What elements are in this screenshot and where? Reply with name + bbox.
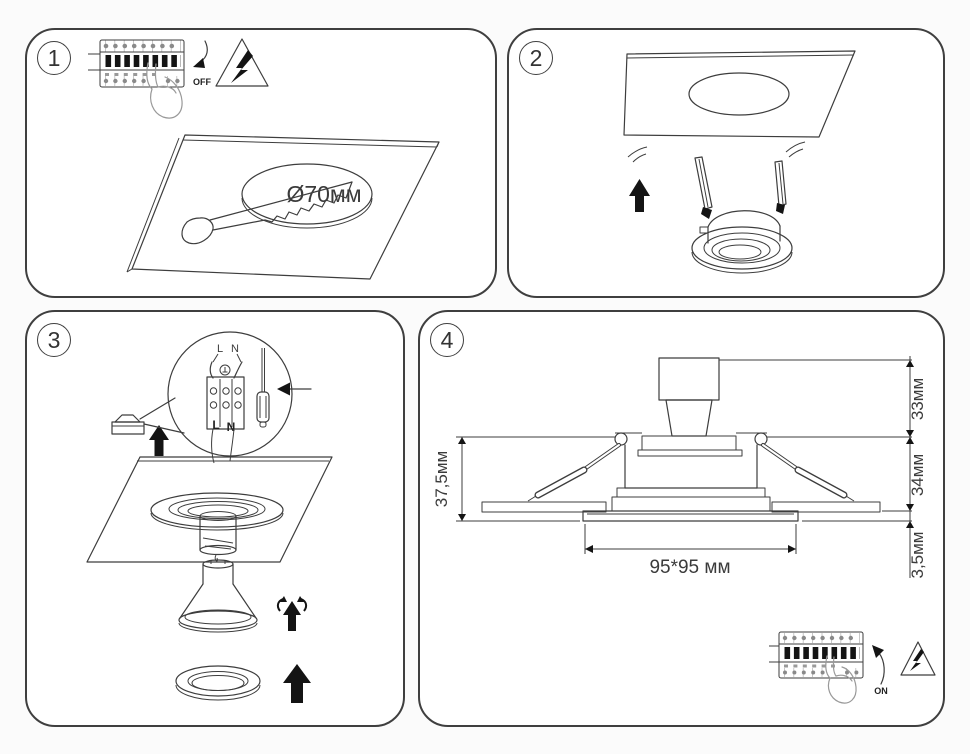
circuit-breaker-panel — [88, 39, 186, 88]
step-2-illustration — [623, 50, 856, 274]
step-1-number-badge: 1 — [37, 41, 71, 75]
gu10-bulb — [178, 559, 258, 633]
electric-shock-warning-icon — [900, 641, 936, 676]
step-2-number-badge: 2 — [519, 41, 553, 75]
dim-trim-thickness-label: 3,5мм — [908, 531, 927, 578]
ceiling-tile — [86, 456, 333, 563]
step-1-illustration: OFF Ø70мм — [88, 38, 440, 280]
circuit-breaker-panel — [769, 631, 864, 679]
spring-clip-right — [774, 160, 787, 214]
spring-right — [761, 443, 855, 502]
ground-symbol — [219, 364, 231, 376]
ceiling-tile — [126, 134, 440, 280]
step-4-illustration: 37,5мм 33мм 34мм 3,5мм 95*95 мм — [432, 356, 936, 704]
step-4-number: 4 — [440, 326, 454, 353]
pointing-hand — [146, 62, 183, 119]
ceiling-section — [481, 501, 881, 513]
terminal-top-l-label: L — [217, 343, 223, 355]
step-1-panel: 1 — [25, 28, 497, 298]
fixture-housing — [699, 210, 781, 244]
ceiling-tile — [623, 50, 856, 138]
insertion-motion-marks — [627, 141, 806, 163]
drywall-saw — [181, 181, 353, 245]
dim-recess-depth-label: 37,5мм — [432, 451, 451, 507]
fixture-trim-rings — [691, 226, 793, 274]
downlight-fixture — [691, 156, 793, 274]
step-3-number: 3 — [47, 326, 61, 353]
up-arrow-icon-2 — [283, 664, 311, 703]
up-arrow-icon — [149, 425, 169, 456]
fixture-cross-section — [582, 357, 799, 522]
step-2-panel: 2 — [507, 28, 945, 298]
step-4-panel: 4 — [418, 310, 945, 727]
terminal-top-n-label: N — [231, 343, 239, 355]
cutout-hole — [688, 72, 790, 116]
pointing-hand — [825, 655, 857, 704]
switch-off-arrow — [193, 40, 208, 68]
dim-body-height-label: 34мм — [908, 454, 927, 496]
terminal-bottom-l-label: L — [212, 418, 219, 432]
trim-ring — [175, 665, 261, 701]
wires-to-fixture — [211, 428, 235, 464]
left-arrow-icon — [277, 382, 312, 396]
installed-fixture-rings — [150, 492, 284, 531]
junction-box — [111, 414, 145, 435]
step-4-number-badge: 4 — [430, 323, 464, 357]
terminal-block — [206, 376, 245, 430]
switch-on-arrow — [872, 645, 885, 685]
cutout-hole — [241, 163, 373, 229]
spring-clip-left — [694, 156, 713, 219]
on-label: ON — [874, 686, 888, 696]
supply-wires — [209, 361, 243, 379]
dimension-lines — [456, 356, 914, 578]
lamp-socket — [199, 511, 237, 562]
l-leader-line — [212, 353, 219, 363]
step-3-illustration: L N — [86, 331, 333, 703]
step-3-number-badge: 3 — [37, 323, 71, 357]
wiring-detail-callout: L N — [139, 331, 312, 457]
n-leader-line — [236, 353, 242, 363]
terminal-bottom-n-label: N — [227, 420, 236, 434]
off-label: OFF — [193, 77, 211, 87]
step-3-panel: 3 L N — [25, 310, 405, 727]
screwdriver — [256, 348, 270, 428]
dim-above-ceiling-label: 33мм — [908, 378, 927, 420]
step-2-number: 2 — [529, 44, 543, 71]
electric-shock-warning-icon — [215, 38, 269, 87]
step-1-number: 1 — [47, 44, 61, 71]
dim-cutout-label: 95*95 мм — [649, 557, 730, 578]
twist-up-arrow-icon — [276, 596, 308, 631]
spring-left — [527, 443, 621, 502]
up-arrow-icon — [629, 179, 650, 212]
